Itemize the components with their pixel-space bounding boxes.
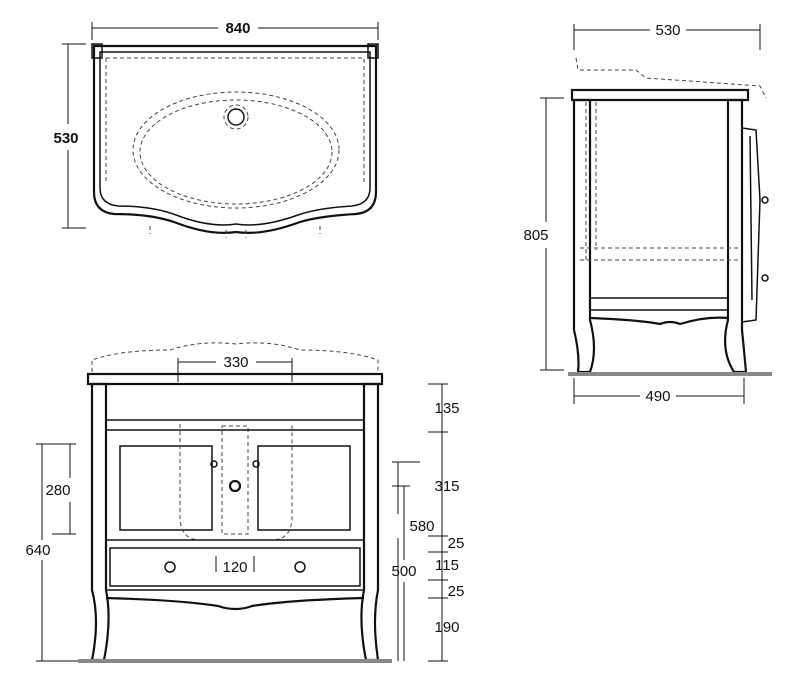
left-dim-640: 640 <box>25 542 50 559</box>
stack-dim-25a: 25 <box>448 535 465 552</box>
stack-dim-135: 135 <box>434 400 459 417</box>
right-dim-580: 580 <box>409 518 434 535</box>
side-depth-label: 530 <box>655 22 680 39</box>
stack-dim-315: 315 <box>434 478 459 495</box>
side-height-label: 805 <box>523 227 548 244</box>
stack-dim-25b: 25 <box>448 583 465 600</box>
handle-spacing-label: 120 <box>222 559 247 576</box>
side-base-depth-label: 490 <box>645 388 670 405</box>
side-view: 530 805 490 <box>523 22 772 405</box>
stack-dim-115: 115 <box>435 557 459 574</box>
stack-dim-190: 190 <box>434 619 459 636</box>
top-depth-label: 530 <box>53 130 78 147</box>
top-view: 840 530 <box>53 20 379 238</box>
basin-opening-label: 330 <box>223 354 248 371</box>
top-width-label: 840 <box>225 20 250 37</box>
front-view: 330 120 280 <box>25 342 465 663</box>
right-dim-500: 500 <box>391 563 416 580</box>
left-dim-280: 280 <box>45 482 70 499</box>
